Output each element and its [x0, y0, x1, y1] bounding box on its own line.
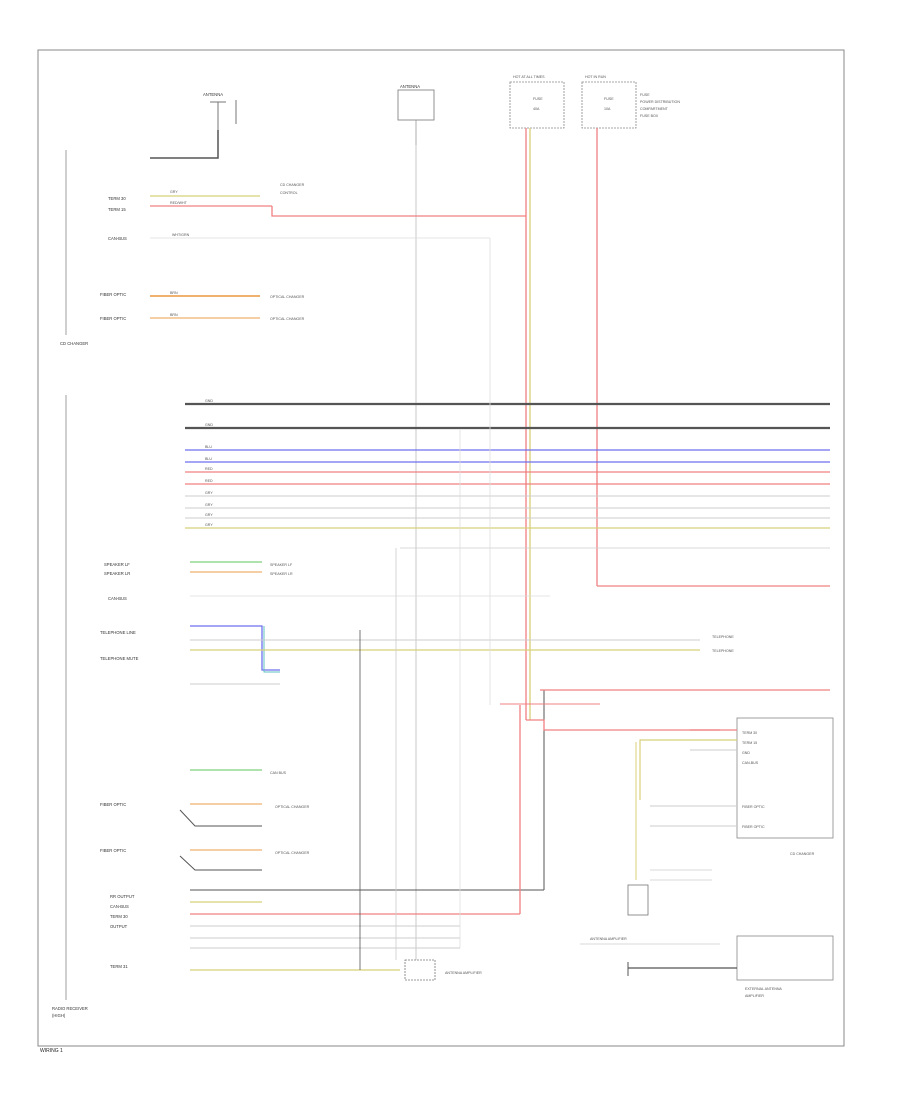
upper-box: CD CHANGER TERM 30 TERM 15 CAN-BUS FIBER… — [60, 150, 526, 346]
main-pin-9: TERM 30 — [110, 914, 128, 919]
upper-wire-5: BRN — [170, 313, 178, 317]
main-unit-title: RADIO RECEIVER — [52, 1006, 88, 1011]
bottom-comp-1: ANTENNA AMPLIFIER — [590, 937, 627, 941]
main-note-6: OPTICAL CHANGER — [275, 851, 310, 855]
fuse-note-3: FUSE BOX — [640, 114, 659, 118]
main-pin-10: OUTPUT — [110, 924, 128, 929]
upper-pin-4: FIBER OPTIC — [100, 316, 126, 321]
fuse-left-label: HOT AT ALL TIMES — [513, 75, 545, 79]
main-pin-4: TELEPHONE MUTE — [100, 656, 139, 661]
upper-pin-2: CAN-BUS — [108, 236, 127, 241]
main-pin-7: RR OUTPUT — [110, 894, 135, 899]
main-pin-6: FIBER OPTIC — [100, 848, 126, 853]
antenna-1: ANTENNA — [150, 92, 237, 159]
main-pin-5: FIBER OPTIC — [100, 802, 126, 807]
bus-label-6: GRY — [205, 491, 213, 495]
rbox-label-3: CAN-BUS — [742, 761, 759, 765]
upper-wire-4: BRN — [170, 291, 178, 295]
upper-wire-0: GRY — [170, 190, 178, 194]
main-note-3: TELEPHONE — [712, 649, 734, 653]
upper-wire-1: RED/WHT — [170, 201, 188, 205]
rbox-label-2: GND — [742, 751, 750, 755]
bus-label-4: RED — [205, 467, 213, 471]
antenna-2: ANTENNA — [397, 84, 435, 145]
bus-label-9: GRY — [205, 523, 213, 527]
diagram-frame — [37, 49, 845, 1047]
bus-label-7: GRY — [205, 503, 213, 507]
upper-wire-3: WHT/GRN — [172, 233, 190, 237]
fuse-note-2: COMPARTMENT — [640, 107, 669, 111]
antenna-1-label: ANTENNA — [203, 92, 223, 97]
fuse-block-right: HOT IN RUN FUSE 10A FUSE POWER DISTRIBUT… — [581, 75, 680, 129]
main-pin-0: SPEAKER LF — [104, 562, 130, 567]
bus-label-3: BLU — [205, 457, 212, 461]
main-unit: RADIO RECEIVER (HIGH) GND GND BLU BLU RE… — [52, 238, 834, 1018]
main-pin-11: TERM 31 — [110, 964, 128, 969]
rbox-label-6: CD CHANGER — [790, 852, 815, 856]
bus-label-5: RED — [205, 479, 213, 483]
bottom-box-0: EXTERNAL ANTENNA — [745, 987, 782, 991]
upper-pin-3: FIBER OPTIC — [100, 292, 126, 297]
bus-label-2: BLU — [205, 445, 212, 449]
rbox-label-0: TERM 30 — [742, 731, 757, 735]
footer-label: WIRING 1 — [40, 1048, 63, 1054]
main-note-4: CAN BUS — [270, 771, 287, 775]
fuse-left-sub-0: FUSE — [533, 97, 543, 101]
main-note-2: TELEPHONE — [712, 635, 734, 639]
upper-box-title: CD CHANGER — [60, 341, 88, 346]
rbox-label-4: FIBER OPTIC — [742, 805, 765, 809]
upper-note-1: CONTROL — [280, 191, 298, 195]
fuse-block-left: HOT AT ALL TIMES FUSE 40A — [509, 75, 565, 129]
fuse-note-1: POWER DISTRIBUTION — [640, 100, 680, 104]
main-pin-1: SPEAKER LR — [104, 571, 130, 576]
fuse-note-0: FUSE — [640, 93, 650, 97]
upper-note-2: OPTICAL CHANGER — [270, 295, 305, 299]
bus-label-0: GND — [205, 399, 213, 403]
main-pin-2: CAN-BUS — [108, 596, 127, 601]
upper-note-0: CD CHANGER — [280, 183, 305, 187]
bus-label-1: GND — [205, 423, 213, 427]
upper-pin-1: TERM 15 — [108, 207, 126, 212]
upper-pin-0: TERM 30 — [108, 196, 126, 201]
bus-label-8: GRY — [205, 513, 213, 517]
main-note-5: OPTICAL CHANGER — [275, 805, 310, 809]
main-pin-8: CAN-BUS — [110, 904, 129, 909]
upper-note-3: OPTICAL CHANGER — [270, 317, 305, 321]
bottom-box-1: AMPLIFIER — [745, 994, 764, 998]
fuse-right-sub-0: FUSE — [604, 97, 614, 101]
bottom-comp-0: ANTENNA AMPLIFIER — [445, 971, 482, 975]
fuse-right-sub-1: 10A — [604, 107, 611, 111]
fuse-left-sub-1: 40A — [533, 107, 540, 111]
main-pin-3: TELEPHONE LINE — [100, 630, 136, 635]
fuse-right-label: HOT IN RUN — [585, 75, 606, 79]
rbox-label-5: FIBER OPTIC — [742, 825, 765, 829]
rbox-label-1: TERM 15 — [742, 741, 757, 745]
antenna-2-label: ANTENNA — [400, 84, 420, 89]
main-unit-subtitle: (HIGH) — [52, 1013, 66, 1018]
main-note-0: SPEAKER LF — [270, 563, 293, 567]
main-note-1: SPEAKER LR — [270, 572, 293, 576]
